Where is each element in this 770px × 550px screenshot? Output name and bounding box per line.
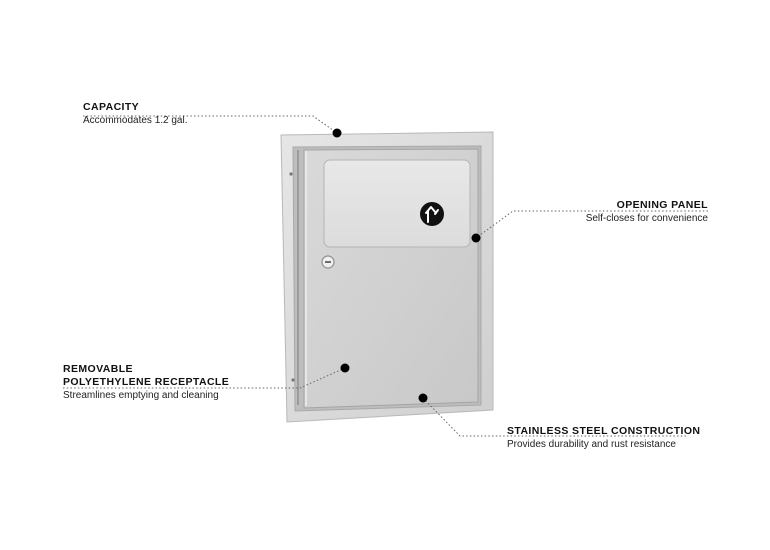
- leader-lines: [63, 115, 708, 437]
- mounting-screw: [291, 378, 295, 382]
- callout-capacity-title: CAPACITY: [83, 101, 140, 113]
- lock-icon: [321, 255, 335, 269]
- leader-receptacle: [63, 367, 346, 389]
- leader-steel: [422, 397, 686, 437]
- callout-capacity-desc: Accommodates 1.2 gal.: [83, 115, 188, 126]
- callout-dot-steel: [418, 393, 428, 403]
- callout-steel-title: STAINLESS STEEL CONSTRUCTION: [507, 425, 701, 437]
- callout-dot-capacity: [332, 128, 342, 138]
- callout-receptacle-title-line1: REMOVABLE: [63, 363, 133, 375]
- callout-opening-panel-title: OPENING PANEL: [616, 199, 708, 211]
- callout-steel: STAINLESS STEEL CONSTRUCTION Provides du…: [507, 425, 700, 451]
- callout-steel-desc: Provides durability and rust resistance: [507, 439, 676, 450]
- callout-receptacle: REMOVABLE POLYETHYLENE RECEPTACLE Stream…: [63, 363, 229, 402]
- callout-capacity: CAPACITY Accommodates 1.2 gal.: [83, 101, 188, 127]
- opening-panel-flap: [323, 159, 471, 248]
- callout-receptacle-desc: Streamlines emptying and cleaning: [63, 390, 219, 401]
- leader-capacity: [83, 115, 338, 134]
- callout-opening-panel-desc: Self-closes for convenience: [585, 213, 708, 224]
- sanitary-disposal-icon: [420, 202, 444, 226]
- mounting-screw: [289, 172, 293, 176]
- callout-dot-receptacle: [340, 363, 350, 373]
- callout-receptacle-title-line2: POLYETHYLENE RECEPTACLE: [63, 376, 230, 388]
- callout-dot-opening-panel: [471, 233, 481, 243]
- callout-opening-panel: OPENING PANEL Self-closes for convenienc…: [586, 199, 708, 225]
